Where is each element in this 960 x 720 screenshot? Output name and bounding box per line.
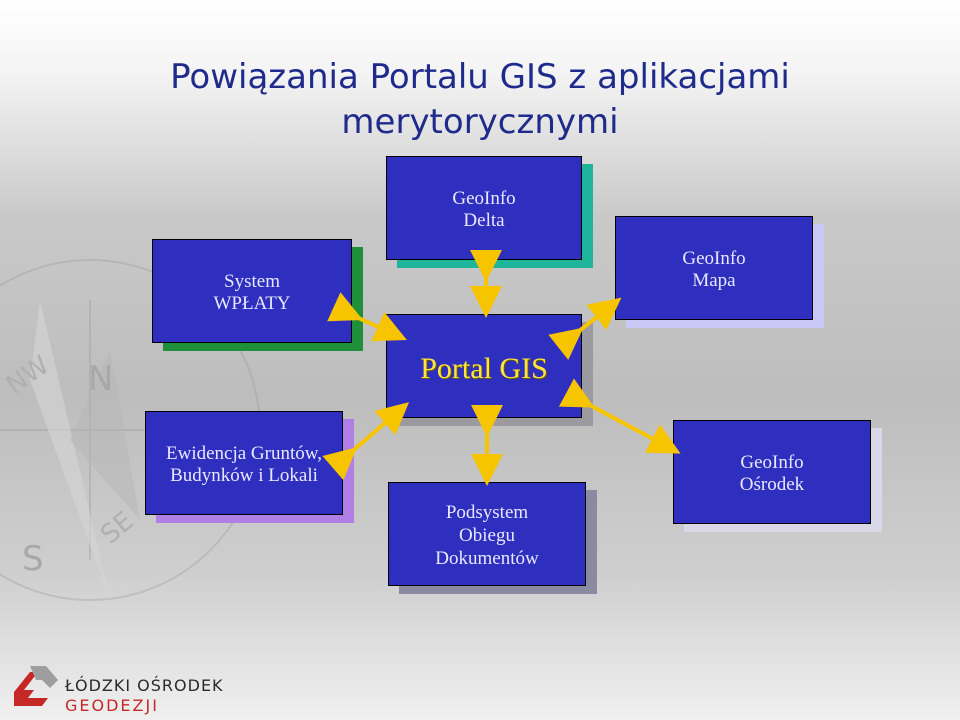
node-label-line-2: Budynków i Lokali — [170, 465, 318, 486]
node-label-line-1: GeoInfo — [682, 248, 746, 269]
node-label-line-2: Delta — [463, 210, 505, 231]
node-face — [152, 239, 352, 343]
node-geoinfo-mapa: GeoInfo Mapa — [615, 216, 824, 328]
compass-letter-s: S — [22, 539, 44, 579]
arrow-portal-osrodek — [558, 378, 681, 454]
node-label-line-1: Podsystem — [445, 502, 529, 523]
node-face — [673, 420, 871, 524]
node-podsystem-obiegu: Podsystem Obiegu Dokumentów — [388, 482, 597, 594]
node-label-line-1: GeoInfo — [740, 452, 804, 473]
logo-text-line-2: GEODEZJI — [65, 696, 159, 715]
arrow-portal-wplaty — [327, 292, 407, 342]
node-label-line-2: Obiegu — [459, 525, 515, 546]
logo-mark-gray — [30, 666, 58, 688]
node-face — [386, 156, 582, 260]
compass-needle-shape — [70, 350, 140, 520]
node-label-line-1: System — [224, 271, 280, 292]
arrow-portal-mapa — [548, 297, 622, 360]
node-label-line-1: GeoInfo — [452, 188, 516, 209]
node-ewidencja: Ewidencja Gruntów, Budynków i Lokali — [145, 411, 354, 523]
node-label: Portal GIS — [420, 352, 548, 385]
node-label-line-2: Ośrodek — [739, 474, 805, 495]
node-face — [388, 482, 586, 586]
node-geoinfo-osrodek: GeoInfo Ośrodek — [673, 420, 882, 532]
node-face — [615, 216, 813, 320]
logo-text-line-1: ŁÓDZKI OŚRODEK — [65, 676, 224, 695]
compass-letter-n: N — [88, 359, 113, 399]
node-label-line-2: WPŁATY — [213, 293, 291, 314]
compass-needle-shape — [30, 300, 110, 600]
arrow-portal-ewidencja — [322, 402, 410, 481]
title-line-2: merytorycznymi — [341, 102, 619, 142]
title-line-1: Powiązania Portalu GIS z aplikacjami — [170, 57, 790, 97]
lodz-geodesy-logo-icon — [14, 666, 58, 706]
logo-mark-red — [14, 672, 48, 706]
node-label-line-2: Mapa — [692, 270, 736, 291]
node-label-line-3: Dokumentów — [435, 548, 539, 569]
node-label-line-1: Ewidencja Gruntów, — [166, 443, 322, 464]
